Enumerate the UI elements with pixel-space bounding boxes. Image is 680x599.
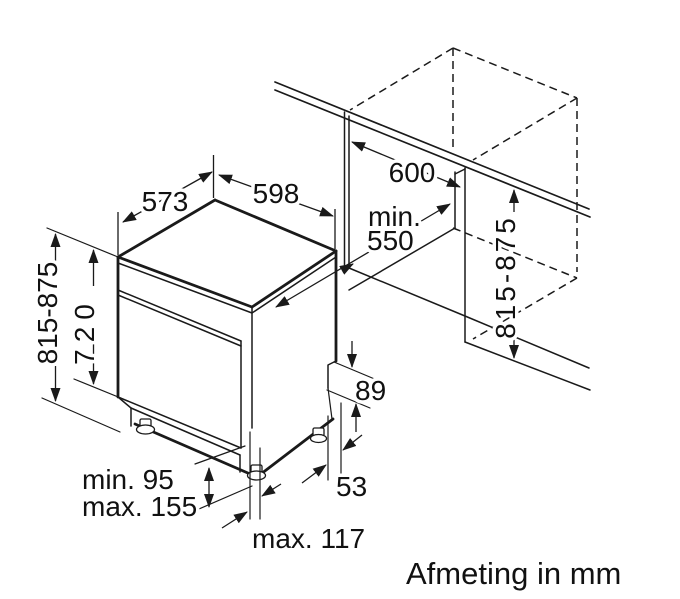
label-appliance-width: 598 (253, 178, 300, 209)
label-niche-width: 600 (389, 157, 436, 188)
label-niche-height-range: 815-875 (490, 215, 521, 339)
diagram-caption: Afmeting in mm (406, 556, 621, 591)
dimension-niche-height: 815-875 (487, 189, 525, 359)
dimension-niche-depth: min. 550 (275, 198, 451, 308)
dimension-appliance-depth: 573 (122, 171, 213, 223)
dimension-appliance-height: 815-875 (29, 227, 121, 433)
label-body-height: 720 (69, 297, 100, 365)
dimension-body-height: 720 (66, 249, 129, 402)
niche-drawing (274, 47, 591, 391)
label-niche-depth-value: 550 (367, 225, 414, 256)
label-appliance-height-range: 815-875 (32, 262, 63, 365)
label-rear-foot-offset: 53 (336, 471, 367, 502)
dimension-niche-width: 600 (351, 141, 461, 192)
countertop (274, 81, 591, 218)
adjustable-foot-rear (309, 427, 328, 444)
dimension-plinth-recess: max. 117 (221, 431, 369, 558)
side-panel-notch (327, 360, 337, 389)
label-plinth-clearance-max: max. 155 (82, 491, 197, 522)
label-plinth-recess-max: max. 117 (252, 523, 365, 554)
dimension-rear-foot-offset: 53 (301, 402, 371, 506)
dimension-notch-height: 89 (326, 341, 390, 432)
label-notch-height: 89 (355, 375, 386, 406)
label-niche-depth-prefix: min. (368, 201, 421, 232)
dishwasher-drawing (116, 198, 338, 481)
dimension-plinth-clearance: min. 95 max. 155 (79, 445, 253, 526)
adjustable-foot-front (246, 464, 267, 481)
adjustable-foot-front-left (135, 418, 156, 435)
niche-dashed-box (349, 47, 578, 340)
top-rim (117, 256, 337, 314)
label-appliance-depth: 573 (142, 186, 189, 217)
dimension-annotations: 573 598 600 min. 550 815-875 (29, 141, 525, 558)
control-panel-band (117, 289, 242, 347)
label-plinth-clearance-min: min. 95 (82, 464, 174, 495)
